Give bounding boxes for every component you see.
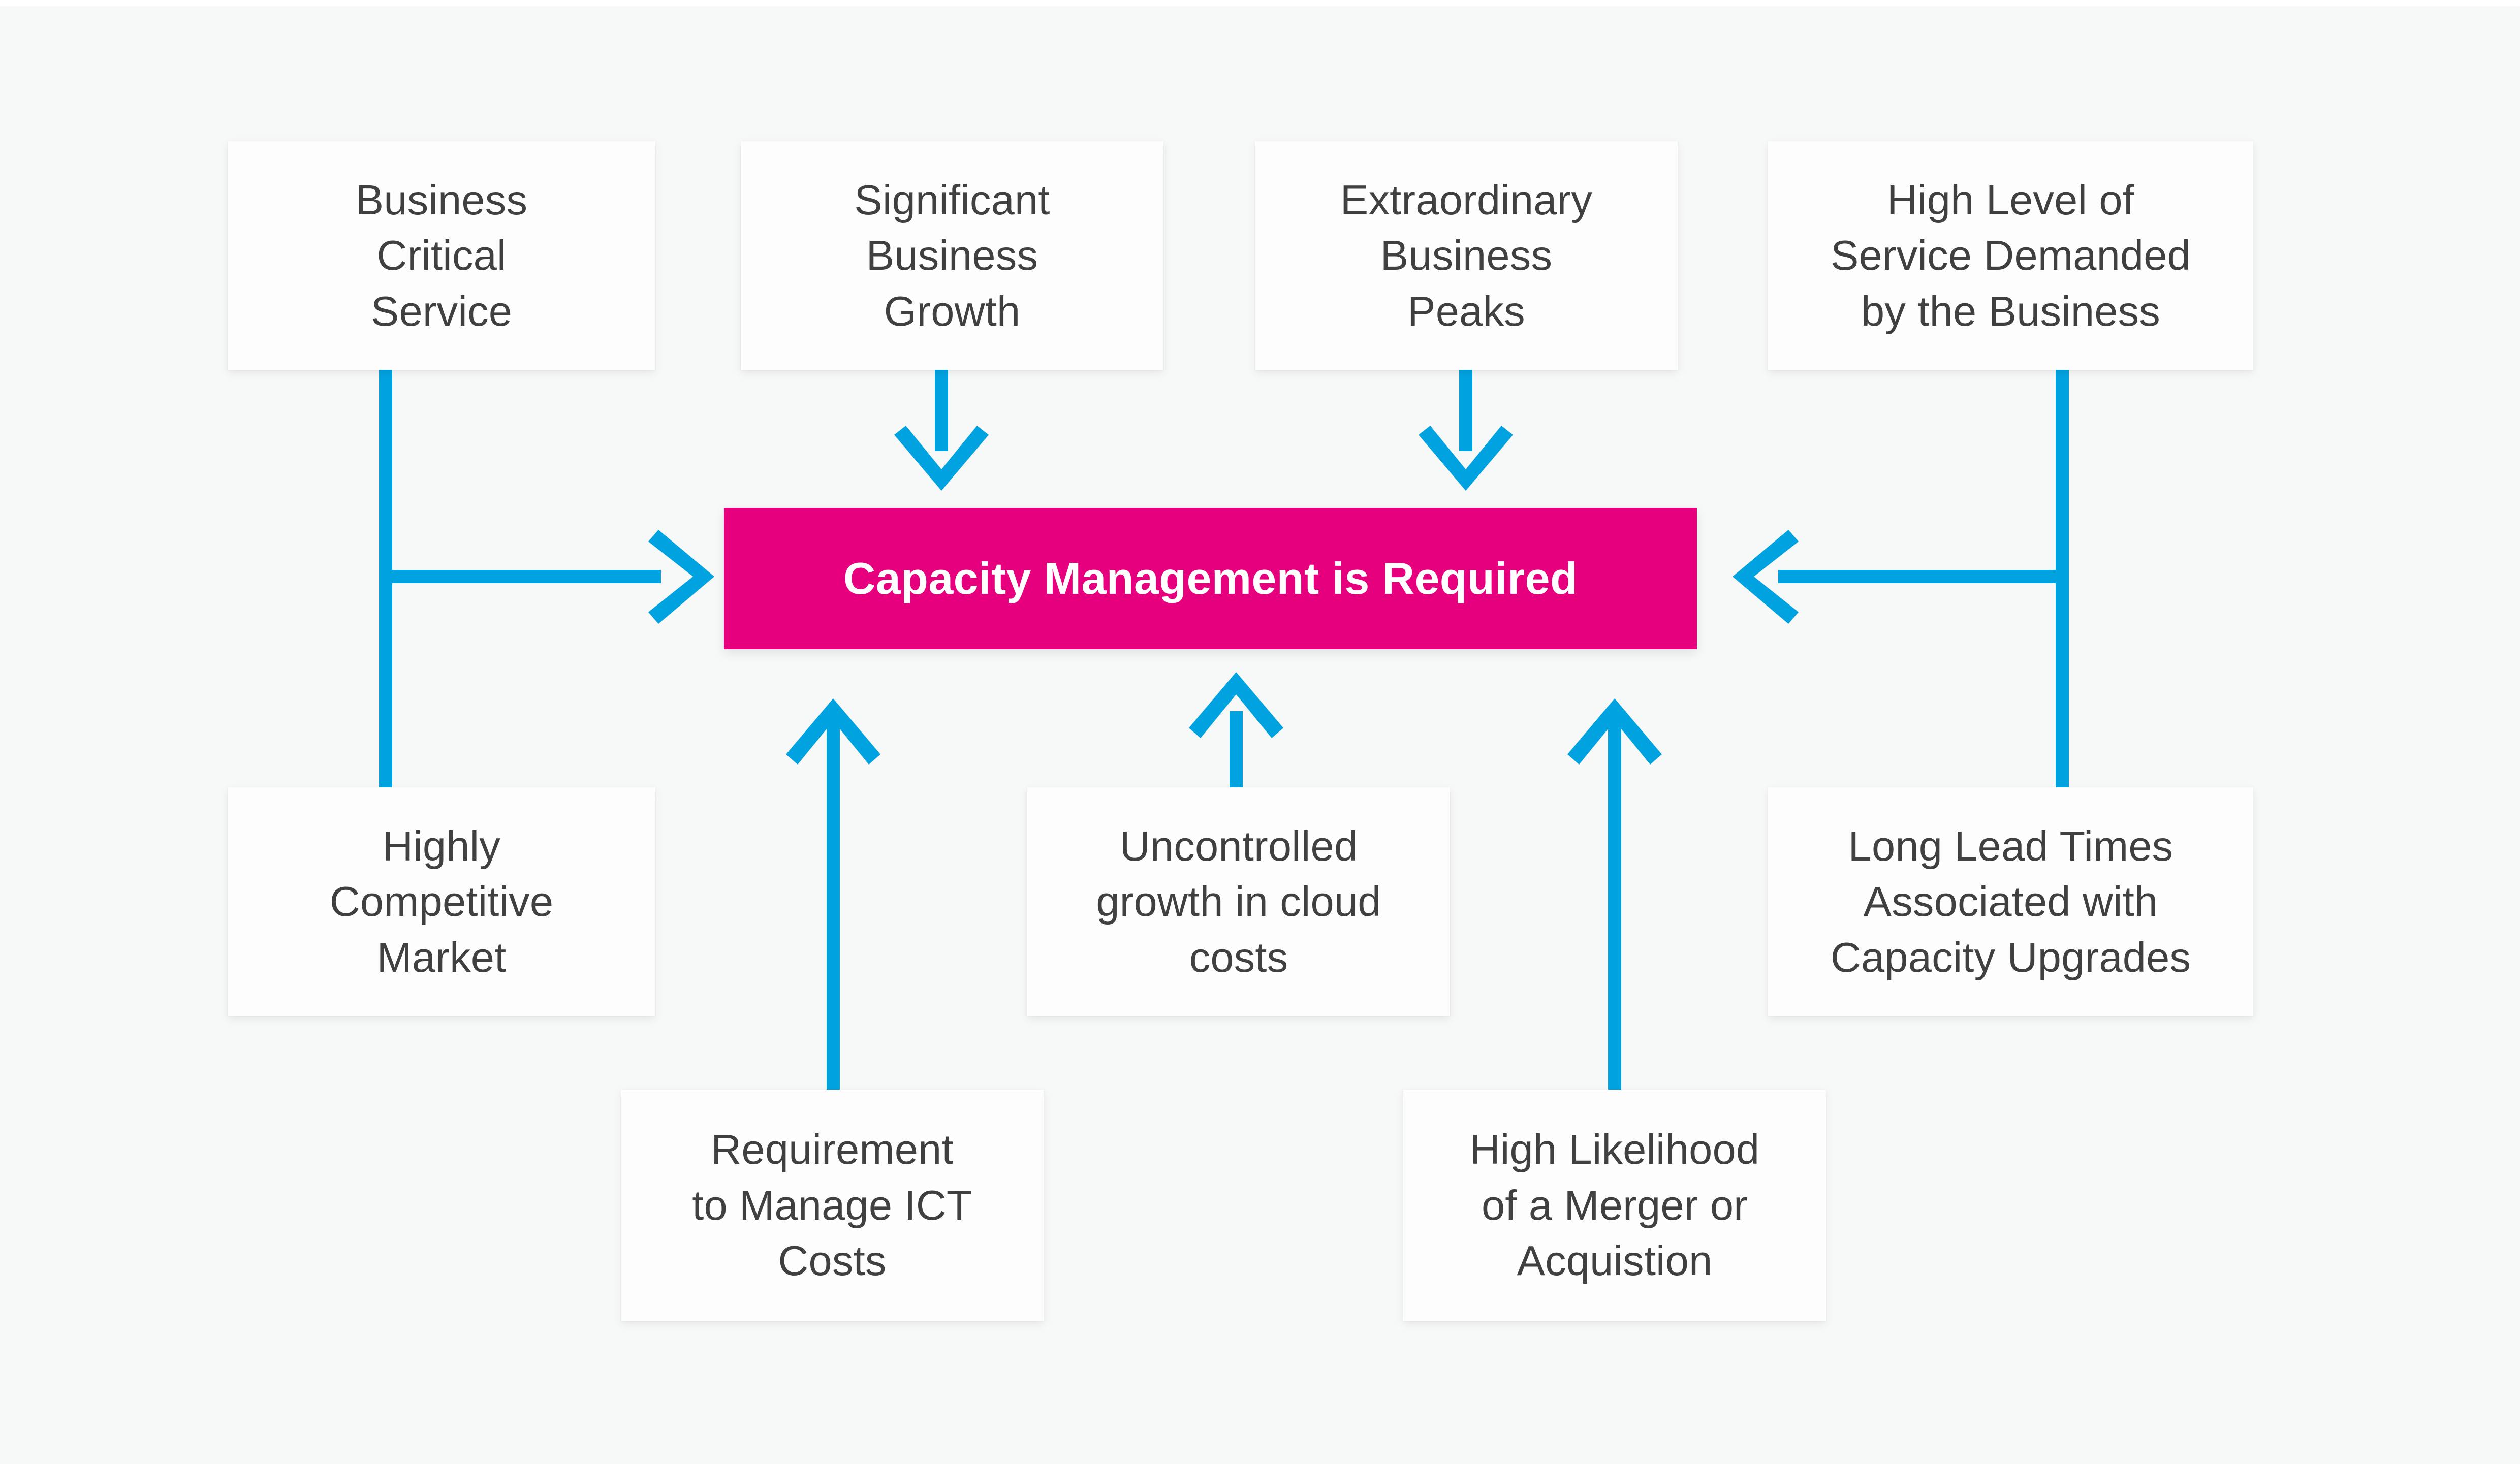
node-line: Significant — [854, 176, 1050, 224]
node-high-level-of-service-demanded[interactable]: High Level of Service Demanded by the Bu… — [1768, 141, 2253, 370]
node-line: by the Business — [1861, 287, 2160, 335]
connector-hline-high-level-of-service-demanded — [1778, 570, 2069, 583]
node-long-lead-times-capacity-upgrades[interactable]: Long Lead Times Associated with Capacity… — [1768, 787, 2253, 1016]
center-node-label: Capacity Management is Required — [843, 553, 1578, 603]
arrowhead-down-extraordinary-business-peaks — [1419, 426, 1513, 507]
node-line: to Manage ICT — [692, 1181, 972, 1229]
arrowhead-right-into-center-left — [648, 530, 730, 624]
node-line: Highly — [383, 822, 500, 870]
connector-hline-business-critical-service — [379, 570, 661, 583]
node-line: Business — [1380, 232, 1553, 279]
node-line: Service — [370, 287, 513, 335]
node-highly-competitive-market[interactable]: Highly Competitive Market — [228, 787, 655, 1016]
node-line: Costs — [778, 1237, 887, 1285]
node-significant-business-growth[interactable]: Significant Business Growth — [741, 141, 1163, 370]
connector-vline-requirement-to-manage-ict-costs — [827, 711, 840, 1092]
node-extraordinary-business-peaks[interactable]: Extraordinary Business Peaks — [1255, 141, 1678, 370]
node-line: Associated with — [1863, 878, 2158, 926]
node-line: of a Merger or — [1481, 1181, 1748, 1229]
node-line: Growth — [884, 287, 1021, 335]
node-line: Extraordinary — [1340, 176, 1593, 224]
node-uncontrolled-growth-in-cloud-costs[interactable]: Uncontrolled growth in cloud costs — [1027, 787, 1450, 1016]
arrowhead-down-significant-business-growth — [894, 426, 989, 507]
node-line: Peaks — [1407, 287, 1525, 335]
node-business-critical-service[interactable]: Business Critical Service — [228, 141, 655, 370]
arrowhead-up-high-likelihood-of-merger-or-acquistion — [1567, 683, 1662, 765]
node-capacity-management-is-required[interactable]: Capacity Management is Required — [724, 508, 1697, 649]
node-high-likelihood-of-merger-or-acquistion[interactable]: High Likelihood of a Merger or Acquistio… — [1403, 1090, 1826, 1321]
connector-vline-uncontrolled-growth-in-cloud-costs — [1230, 711, 1243, 790]
node-requirement-to-manage-ict-costs[interactable]: Requirement to Manage ICT Costs — [621, 1090, 1044, 1321]
node-line: High Level of — [1886, 176, 2135, 224]
connector-vline-significant-business-growth — [935, 370, 948, 451]
node-line: Market — [376, 933, 507, 981]
node-line: Service Demanded — [1830, 232, 2191, 279]
node-line: Business — [355, 176, 528, 224]
node-line: Requirement — [711, 1126, 954, 1173]
top-white-strip — [0, 0, 2520, 6]
node-line: Long Lead Times — [1848, 822, 2174, 870]
node-line: Business — [866, 232, 1038, 279]
connector-vline-high-likelihood-of-merger-or-acquistion — [1608, 711, 1621, 1092]
node-line: High Likelihood — [1469, 1126, 1760, 1173]
node-line: Critical — [376, 232, 507, 279]
node-line: Uncontrolled — [1119, 822, 1358, 870]
node-line: growth in cloud — [1096, 878, 1381, 926]
node-line: Capacity Upgrades — [1830, 933, 2191, 981]
arrowhead-up-requirement-to-manage-ict-costs — [786, 683, 880, 765]
node-line: Competitive — [329, 878, 554, 926]
node-line: costs — [1189, 933, 1288, 981]
connector-vline-extraordinary-business-peaks — [1459, 370, 1472, 451]
arrowhead-left-into-center-right — [1717, 530, 1799, 624]
node-line: Acquistion — [1517, 1237, 1713, 1285]
arrowhead-up-uncontrolled-growth-in-cloud-costs — [1189, 657, 1283, 738]
